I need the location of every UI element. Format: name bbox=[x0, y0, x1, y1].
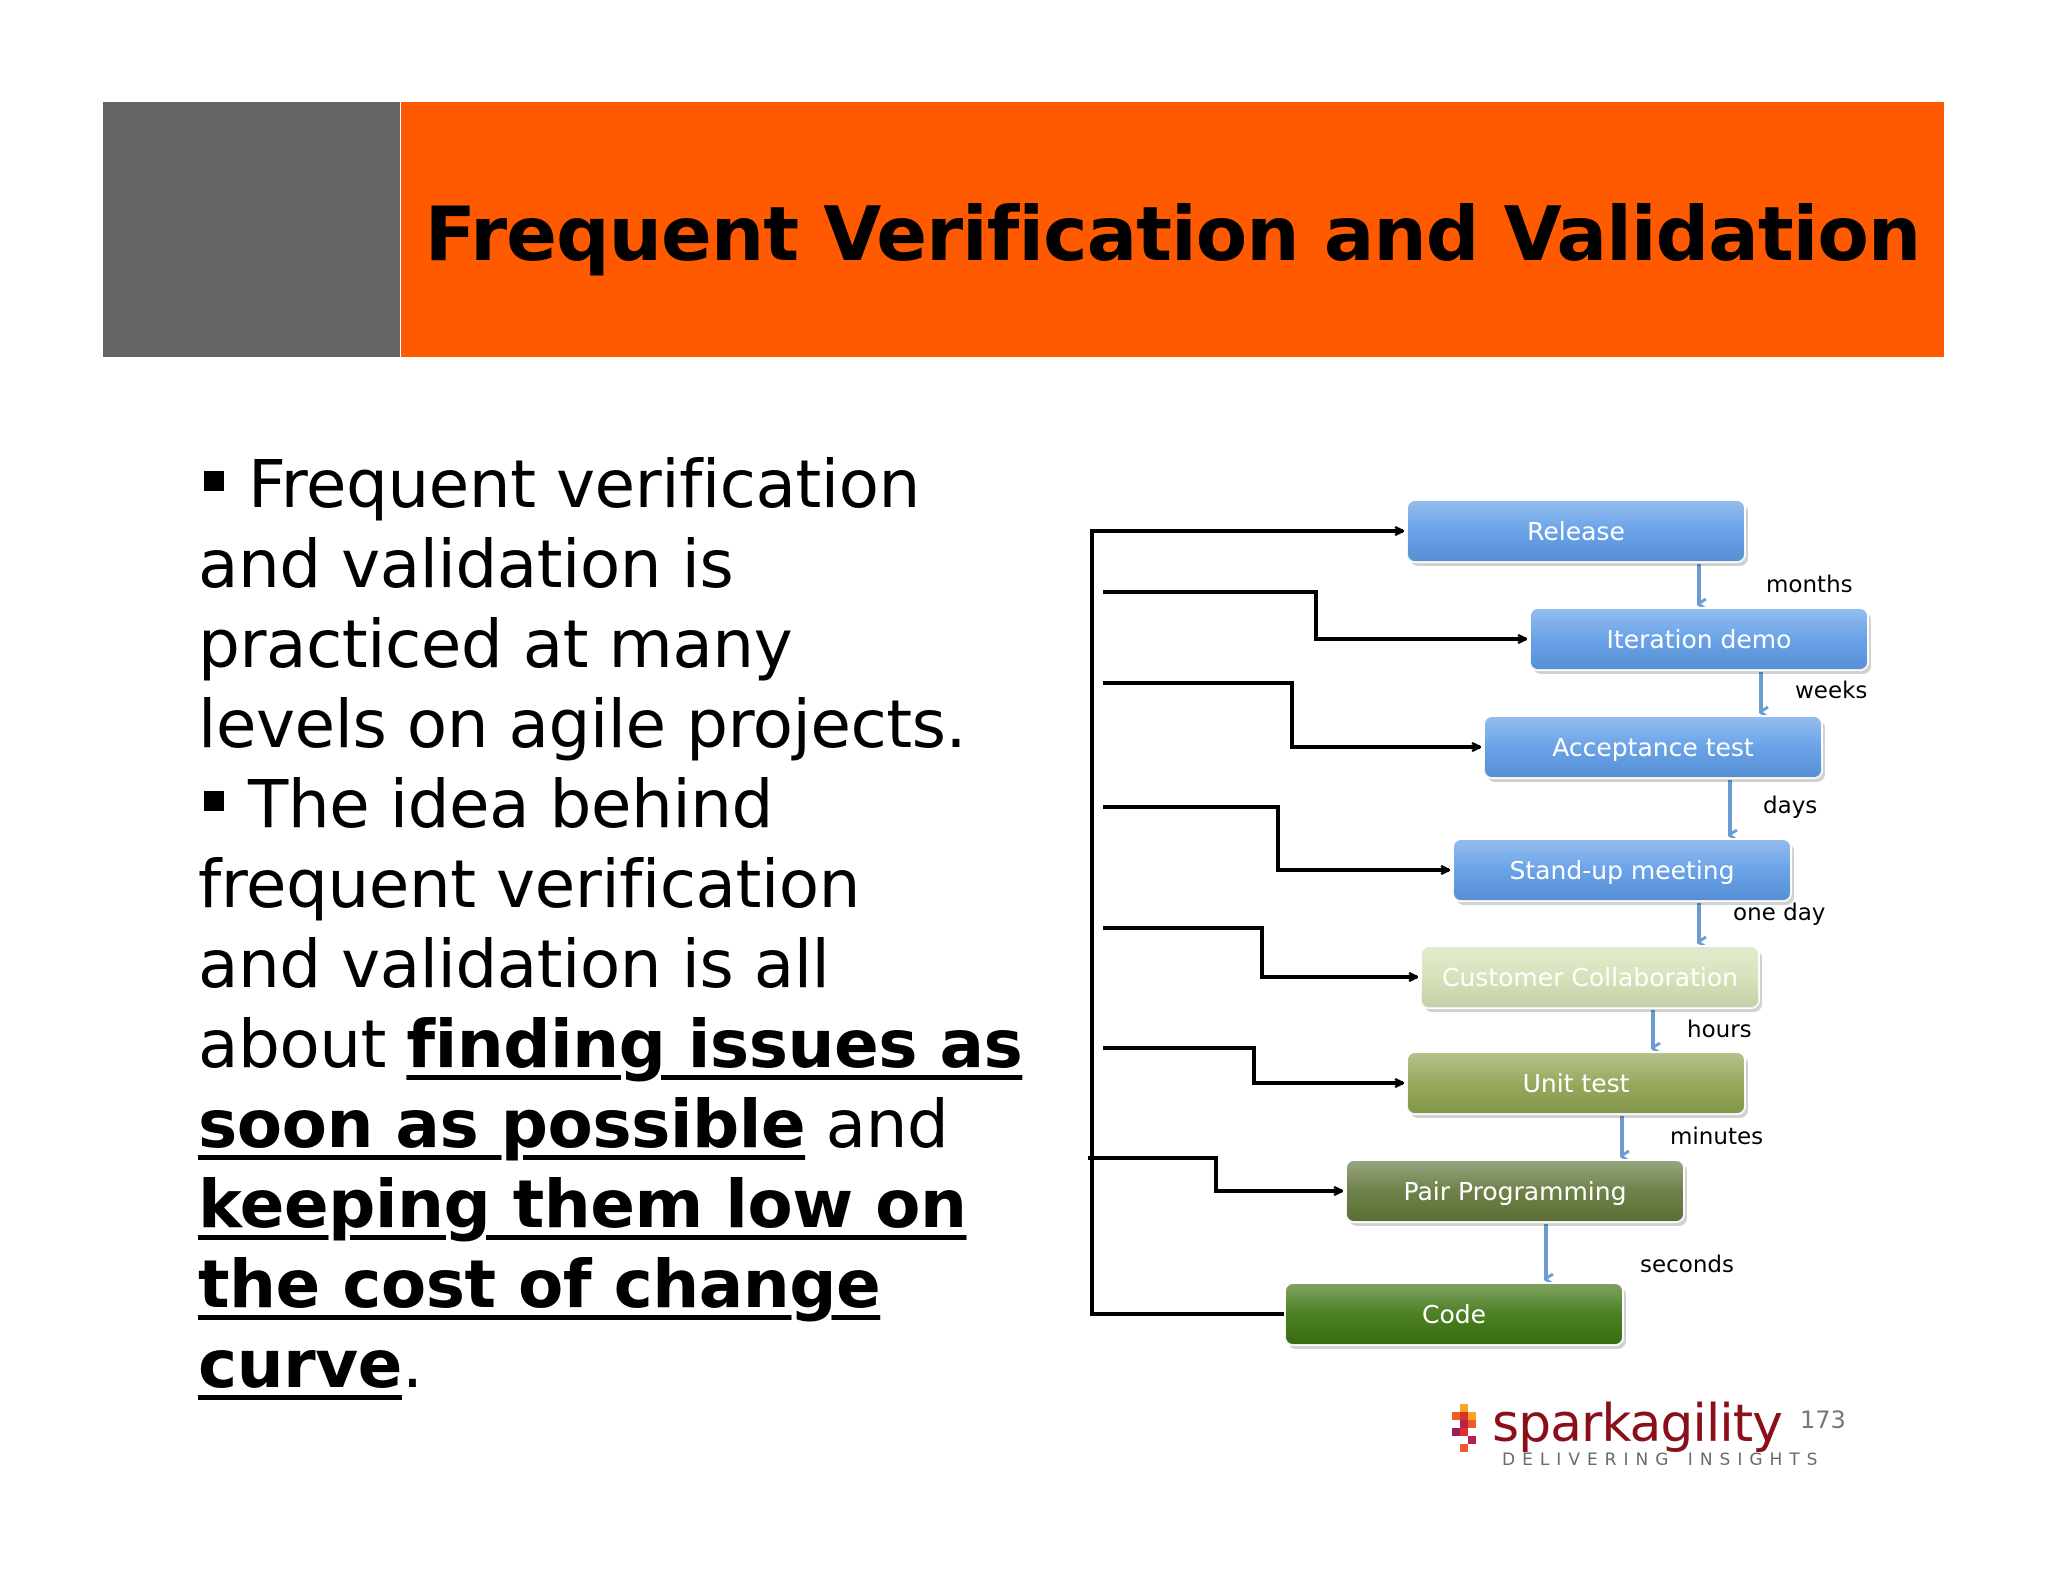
bullet-text-line: frequent verification bbox=[198, 846, 860, 923]
feedback-connector bbox=[1103, 681, 1480, 747]
interval-label: minutes bbox=[1670, 1124, 1763, 1150]
node-gloss bbox=[1346, 1160, 1684, 1222]
node-gloss bbox=[1421, 946, 1759, 1008]
highlight-text: keeping them low on bbox=[198, 1166, 967, 1243]
page-number: 173 bbox=[1800, 1406, 1846, 1434]
diagram-node: Iteration demo bbox=[1529, 607, 1871, 674]
diagram-node: Customer Collaboration bbox=[1420, 945, 1762, 1012]
bullet-text: . bbox=[401, 1326, 423, 1403]
node-gloss bbox=[1530, 608, 1868, 670]
bullet-text-line: the cost of change bbox=[198, 1245, 1018, 1325]
interval-label: hours bbox=[1687, 1017, 1752, 1043]
bullet-text: about bbox=[198, 1006, 407, 1083]
bullet-text-line: and validation is bbox=[198, 526, 734, 603]
interval-label: months bbox=[1766, 572, 1853, 598]
node-label: Code bbox=[1422, 1300, 1486, 1329]
feedback-connector bbox=[1103, 926, 1417, 977]
highlight-text: the cost of change bbox=[198, 1246, 881, 1323]
slide-title: Frequent Verification and Validation bbox=[424, 190, 1922, 278]
title-banner: Frequent Verification and Validation bbox=[401, 102, 1944, 357]
feedback-connector bbox=[1088, 1156, 1342, 1191]
sparkagility-logo: sparkagility DELIVERING INSIGHTS bbox=[1452, 1394, 1872, 1480]
diagram-node: Unit test bbox=[1406, 1051, 1748, 1118]
bullet-text-line: levels on agile projects. bbox=[198, 686, 967, 763]
node-gloss bbox=[1484, 716, 1822, 778]
bullet-text: Frequent verification bbox=[248, 446, 920, 523]
bullet-text-line: keeping them low on bbox=[198, 1165, 1018, 1245]
logo-pixel-icon bbox=[1452, 1404, 1476, 1452]
node-label: Stand-up meeting bbox=[1510, 856, 1735, 885]
node-label: Unit test bbox=[1523, 1069, 1630, 1098]
bullet-square-icon bbox=[204, 471, 224, 491]
connector-code-to-release bbox=[1090, 531, 1403, 1316]
diagram-node: Code bbox=[1284, 1282, 1626, 1349]
bullet-text-line: about finding issues as bbox=[198, 1005, 1023, 1085]
bullet-text: The idea behind bbox=[248, 766, 773, 843]
node-label: Customer Collaboration bbox=[1442, 963, 1738, 992]
bullet-text-line: soon as possible and bbox=[198, 1085, 1018, 1165]
feedback-connectors bbox=[1088, 531, 1526, 1316]
interval-label: seconds bbox=[1640, 1252, 1734, 1278]
bullet-text: and bbox=[805, 1086, 949, 1163]
feedback-connector bbox=[1103, 805, 1449, 870]
diagram-node: Acceptance test bbox=[1483, 715, 1825, 782]
bullet-text-line: practiced at many bbox=[198, 606, 793, 683]
title-side-block bbox=[103, 102, 400, 357]
diagram-node: Release bbox=[1406, 499, 1748, 566]
bullet-1: Frequent verification bbox=[198, 445, 1018, 525]
interval-label: days bbox=[1763, 793, 1817, 819]
node-gloss bbox=[1453, 839, 1791, 901]
logo-wordmark: sparkagility bbox=[1492, 1394, 1783, 1454]
bullet-text-line: curve. bbox=[198, 1325, 1018, 1405]
diagram-node: Pair Programming bbox=[1345, 1159, 1687, 1226]
diagram-node: Stand-up meeting bbox=[1452, 838, 1794, 905]
feedback-connector bbox=[1103, 590, 1526, 639]
node-label: Iteration demo bbox=[1607, 625, 1792, 654]
feedback-connector bbox=[1103, 1046, 1403, 1083]
logo-tagline: DELIVERING INSIGHTS bbox=[1502, 1450, 1825, 1470]
interval-label: one day bbox=[1733, 900, 1825, 926]
node-gloss bbox=[1285, 1283, 1623, 1345]
interval-arrows bbox=[1544, 564, 1761, 1279]
node-label: Pair Programming bbox=[1404, 1177, 1627, 1206]
node-label: Acceptance test bbox=[1552, 733, 1754, 762]
highlight-text: finding issues as bbox=[406, 1006, 1023, 1083]
highlight-text: soon as possible bbox=[198, 1086, 806, 1163]
node-gloss bbox=[1407, 500, 1745, 562]
title-bar: Frequent Verification and Validation bbox=[103, 102, 1944, 357]
bullet-square-icon bbox=[204, 791, 224, 811]
node-gloss bbox=[1407, 1052, 1745, 1114]
bullet-text-line: and validation is all bbox=[198, 926, 830, 1003]
bullet-2: The idea behind bbox=[198, 765, 1018, 845]
bullet-list: Frequent verification and validation is … bbox=[198, 445, 1023, 1405]
interval-labels: months weeks days one day hours minutes second… bbox=[1640, 572, 1867, 1278]
node-label: Release bbox=[1527, 517, 1625, 546]
interval-label: weeks bbox=[1795, 678, 1867, 704]
highlight-text: curve bbox=[198, 1326, 402, 1403]
